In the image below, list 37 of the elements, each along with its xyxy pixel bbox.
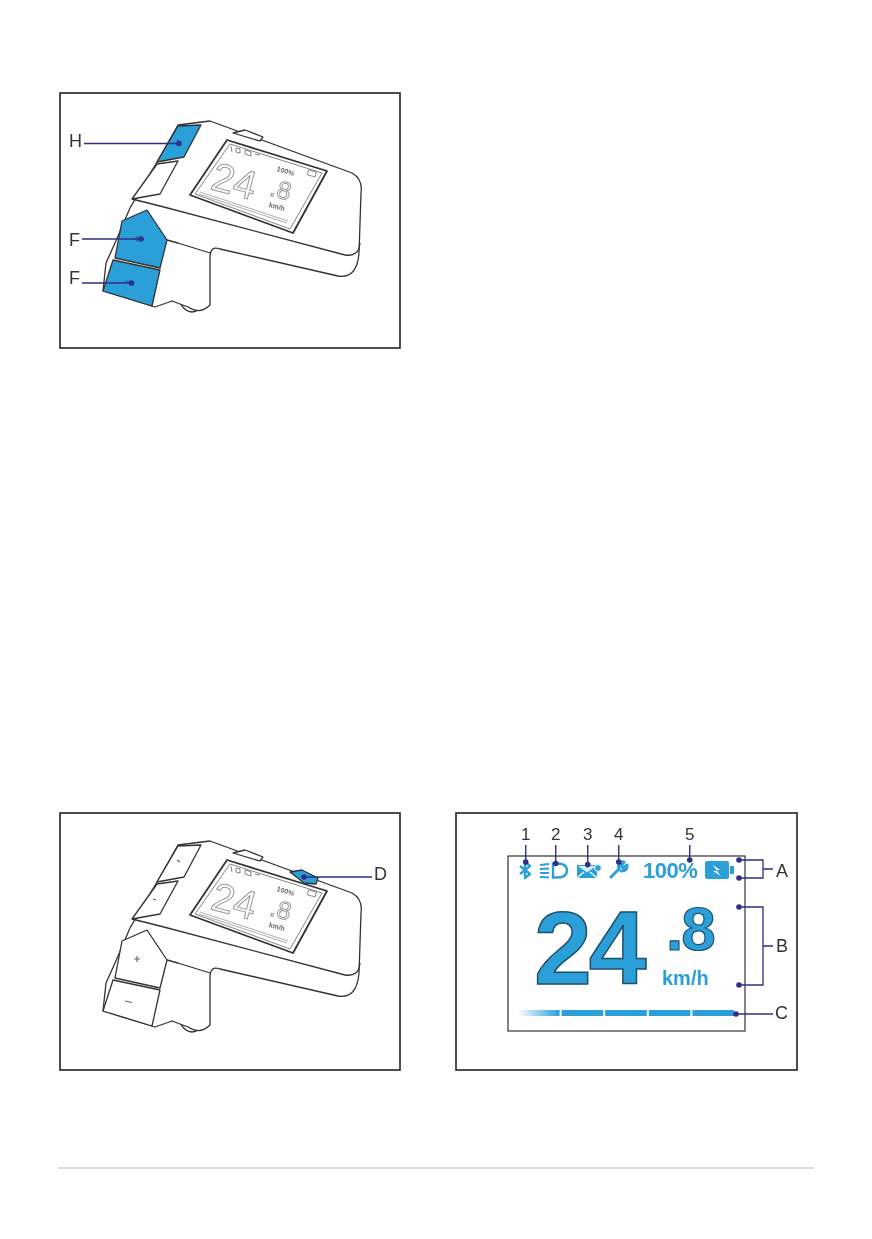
leader-line	[81, 236, 144, 242]
power-button	[289, 869, 319, 885]
battery-level-text: 100%	[643, 860, 698, 882]
callout-number: 5	[685, 826, 695, 843]
leader-line	[686, 844, 693, 863]
assist-level-bar	[518, 1010, 734, 1016]
callout-letter: A	[776, 862, 788, 880]
callout-letter: F	[69, 231, 80, 249]
speed-value: 24	[534, 896, 644, 1000]
callout-letter: F	[69, 269, 80, 287]
callout-letter: B	[776, 937, 788, 955]
callout-number: 4	[614, 826, 624, 843]
bluetooth-icon	[519, 860, 532, 880]
leader-line	[83, 140, 182, 147]
plus-button	[114, 209, 168, 269]
minus-button	[102, 259, 161, 307]
callout-number: 2	[551, 826, 561, 843]
leader-line	[615, 844, 622, 865]
speed-value: 24	[207, 876, 261, 927]
speed-value: 24	[207, 156, 261, 207]
callout-number: 3	[583, 826, 593, 843]
callout-letter: D	[374, 865, 387, 883]
leader-line	[522, 844, 529, 865]
callout-number: 1	[521, 826, 531, 843]
callout-letter: C	[775, 1004, 788, 1022]
headlight-icon	[539, 862, 569, 879]
leader-line	[584, 844, 591, 868]
callout-letter: H	[69, 132, 82, 150]
button	[156, 124, 202, 163]
leader-line	[733, 1011, 774, 1017]
leader-line	[301, 874, 373, 880]
wrench-icon	[609, 860, 629, 879]
leader-line	[81, 280, 135, 286]
speed-unit: km/h	[662, 968, 709, 988]
message-icon	[576, 864, 602, 879]
leader-line	[552, 844, 559, 867]
speed-decimal: .8	[666, 898, 714, 960]
